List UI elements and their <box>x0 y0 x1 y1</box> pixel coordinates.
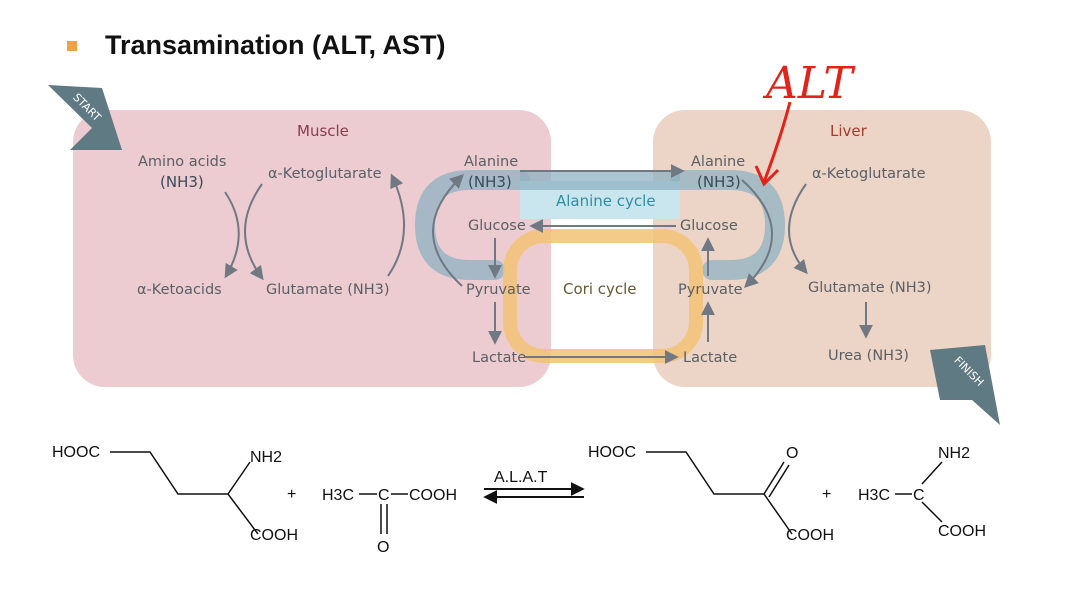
ala-cooh: COOH <box>938 523 986 540</box>
ala-c: C <box>913 487 925 504</box>
alanine-cycle-label: Alanine cycle <box>556 192 656 210</box>
glutamate-bonds <box>110 451 259 535</box>
arc-ketoglutarate-to-glutamate <box>244 183 264 281</box>
arc-liver-alanine-to-pyruvate <box>741 179 773 288</box>
akg-hooc: HOOC <box>588 444 636 461</box>
muscle-glucose: Glucose <box>468 218 526 234</box>
pyr-cooh: COOH <box>409 487 457 504</box>
liver-ketoglutarate: α-Ketoglutarate <box>812 166 926 182</box>
akg-o: O <box>786 445 798 462</box>
glu-hooc: HOOC <box>52 444 100 461</box>
enzyme-label: A.L.A.T <box>494 469 548 486</box>
liver-urea: Urea (NH3) <box>828 348 909 364</box>
liver-title: Liver <box>830 122 868 140</box>
akg-cooh: COOH <box>786 527 834 544</box>
alanine-cycle-band-right <box>670 170 786 280</box>
start-badge: START <box>48 85 122 150</box>
ala-bond-cooh <box>921 501 943 523</box>
finish-badge: FINISH <box>930 345 1000 425</box>
slide-title: Transamination (ALT, AST) <box>105 30 446 60</box>
muscle-ketoglutarate: α-Ketoglutarate <box>268 166 382 182</box>
plus-2: + <box>822 486 831 503</box>
pyr-o: O <box>377 539 389 556</box>
pyr-h3c: H3C <box>322 487 354 504</box>
pyr-c: C <box>378 487 390 504</box>
liver-glutamate: Glutamate (NH3) <box>808 280 932 296</box>
ala-h3c: H3C <box>858 487 890 504</box>
muscle-ketoacids: α-Ketoacids <box>137 282 222 298</box>
glu-cooh: COOH <box>250 527 298 544</box>
title-bullet <box>67 41 77 51</box>
liver-lactate: Lactate <box>683 350 737 366</box>
akg-double-1 <box>763 461 785 495</box>
glu-nh2-bond <box>227 461 251 495</box>
muscle-pyruvate: Pyruvate <box>466 282 531 298</box>
liver-pyruvate: Pyruvate <box>678 282 743 298</box>
cori-cycle-label: Cori cycle <box>563 280 637 298</box>
muscle-region <box>73 110 551 387</box>
alt-annotation: ALT <box>762 58 856 109</box>
muscle-glutamate: Glutamate (NH3) <box>266 282 390 298</box>
muscle-alanine-nh3: (NH3) <box>468 173 512 191</box>
muscle-title: Muscle <box>297 122 349 140</box>
liver-glucose: Glucose <box>680 218 738 234</box>
plus-1: + <box>287 486 296 503</box>
akg-bonds <box>646 451 793 535</box>
alt-annotation-arrow <box>762 101 792 183</box>
arc-pyruvate-to-alanine <box>432 174 465 287</box>
liver-alanine: Alanine <box>691 154 745 170</box>
muscle-amino-acids-nh3: (NH3) <box>160 173 204 191</box>
arc-glutamate-to-ketoglutarate <box>387 173 406 277</box>
arc-liver-ketoglutarate-to-glutamate <box>788 183 808 275</box>
arc-amino-to-keto <box>224 191 240 279</box>
liver-region <box>653 110 991 387</box>
glu-nh2: NH2 <box>250 449 282 466</box>
muscle-alanine: Alanine <box>464 154 518 170</box>
muscle-lactate: Lactate <box>472 350 526 366</box>
muscle-amino-acids: Amino acids <box>138 154 226 170</box>
ala-bond-nh2 <box>921 461 943 485</box>
akg-double-2 <box>768 464 790 498</box>
alt-annotation-arrowhead <box>754 165 780 187</box>
ala-nh2: NH2 <box>938 445 970 462</box>
liver-alanine-nh3: (NH3) <box>697 173 741 191</box>
